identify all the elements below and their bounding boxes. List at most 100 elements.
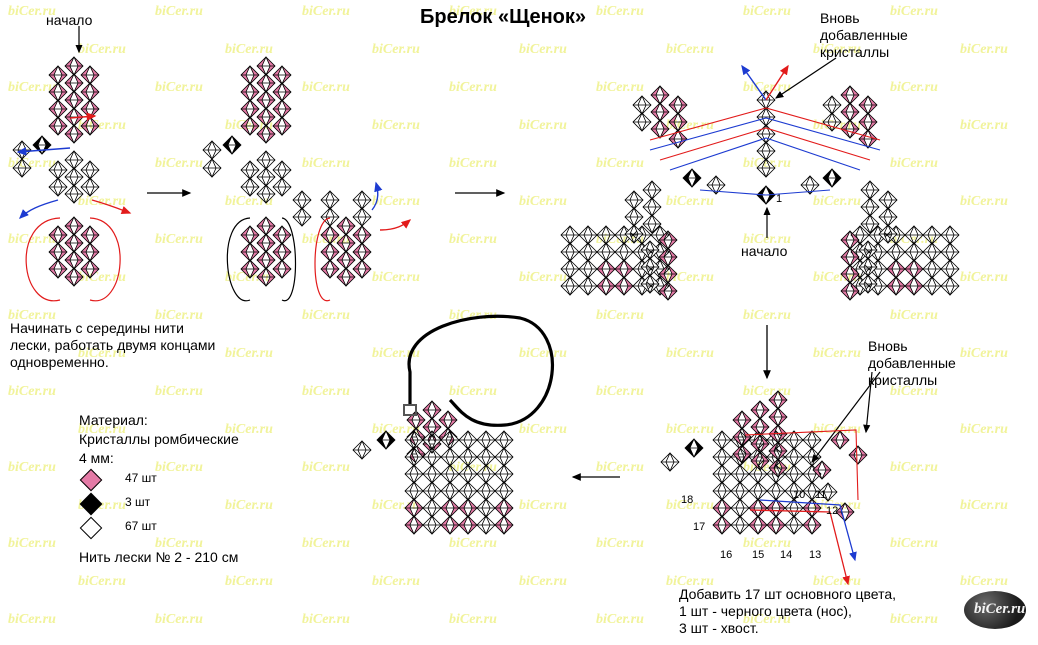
keychain-ring [403, 404, 417, 416]
crystal-bead [802, 430, 822, 450]
thread-line-red [765, 64, 789, 101]
crystal-bead [860, 214, 880, 234]
crystal-bead [784, 464, 804, 484]
crystal-bead [578, 259, 598, 279]
crystal-bead [712, 447, 732, 467]
crystal-bead [240, 259, 260, 279]
crystal-bead [272, 65, 292, 85]
crystal-bead [256, 124, 276, 144]
crystal-bead [818, 482, 838, 502]
thread-line-red [649, 107, 881, 141]
crystal-bead [352, 225, 372, 245]
crystal-bead [476, 481, 496, 501]
new-crystals-label-bottom: Вновь добавленные кристаллы [868, 338, 956, 388]
crystal-bead [64, 56, 84, 76]
crystal-bead [494, 515, 514, 535]
crystal-bead [240, 242, 260, 262]
thread-line [226, 217, 297, 302]
start-label-top: начало [46, 12, 93, 28]
crystal-bead [458, 464, 478, 484]
crystal-bead [904, 225, 924, 245]
crystal-bead [922, 276, 942, 296]
crystal-bead [240, 99, 260, 119]
crystal-bead [940, 276, 960, 296]
thread-line-red [314, 217, 331, 302]
crystal-bead [440, 447, 460, 467]
crystal-bead [476, 447, 496, 467]
crystal-bead [222, 135, 242, 155]
thread-line-blue [19, 199, 59, 219]
crystal-bead [840, 281, 860, 301]
crystal-bead [440, 498, 460, 518]
crystal-bead [48, 65, 68, 85]
materials-type: Кристаллы ромбические [79, 431, 239, 447]
crystal-bead [458, 498, 478, 518]
crystal-bead [766, 481, 786, 501]
crystal-bead [878, 207, 898, 227]
step-number-12: 12 [826, 505, 839, 517]
crystal-bead [768, 407, 788, 427]
crystal-bead [632, 112, 652, 132]
crystal-bead [840, 230, 860, 250]
crystal-bead [336, 267, 356, 287]
materials-heading: Материал: [79, 412, 148, 428]
crystal-bead [642, 214, 662, 234]
crystal-bead [376, 430, 396, 450]
crystal-bead [256, 73, 276, 93]
crystal-bead [404, 498, 424, 518]
crystal-bead [802, 515, 822, 535]
crystal-bead [458, 430, 478, 450]
crystal-bead [494, 447, 514, 467]
crystal-bead [240, 160, 260, 180]
crystal-bead [48, 225, 68, 245]
crystal-bead [352, 190, 372, 210]
crystal-bead [438, 410, 458, 430]
thread-info: Нить лески № 2 - 210 см [79, 549, 239, 565]
crystal-bead [494, 498, 514, 518]
crystal-bead [256, 233, 276, 253]
crystal-bead [922, 225, 942, 245]
thread-line-red [69, 112, 97, 121]
crystal-bead [12, 158, 32, 178]
crystal-bead [642, 197, 662, 217]
crystal-bead [48, 259, 68, 279]
crystal-bead [748, 498, 768, 518]
legend-qty-white: 67 шт [125, 519, 157, 533]
crystal-bead [64, 124, 84, 144]
crystal-bead [320, 259, 340, 279]
crystal-bead [64, 90, 84, 110]
crystal-bead [822, 112, 842, 132]
thread-line-red [25, 217, 121, 302]
crystal-bead [784, 447, 804, 467]
crystal-bead [292, 190, 312, 210]
crystal-bead [352, 207, 372, 227]
crystal-bead [596, 259, 616, 279]
crystal-bead [80, 65, 100, 85]
crystal-bead [48, 177, 68, 197]
crystal-bead [440, 515, 460, 535]
crystal-bead [802, 481, 822, 501]
thread-line-blue [699, 189, 831, 196]
crystal-bead [784, 498, 804, 518]
legend-qty-black: 3 шт [125, 495, 151, 509]
pointer-arrow [775, 57, 837, 99]
crystal-bead [48, 242, 68, 262]
crystal-bead [404, 464, 424, 484]
crystal-bead [320, 242, 340, 262]
crystal-bead [476, 515, 496, 535]
crystal-bead [712, 481, 732, 501]
crystal-bead [830, 430, 850, 450]
crystal-bead [802, 447, 822, 467]
crystal-bead [64, 73, 84, 93]
crystal-bead [922, 259, 942, 279]
marker-number-1: 1 [776, 193, 783, 205]
crystal-bead [682, 168, 702, 188]
crystal-bead [768, 390, 788, 410]
crystal-bead [768, 458, 788, 478]
crystal-bead [272, 259, 292, 279]
crystal-bead [458, 447, 478, 467]
crystal-bead [858, 240, 878, 260]
crystal-bead [835, 502, 855, 522]
crystal-bead [578, 242, 598, 262]
crystal-bead [596, 276, 616, 296]
